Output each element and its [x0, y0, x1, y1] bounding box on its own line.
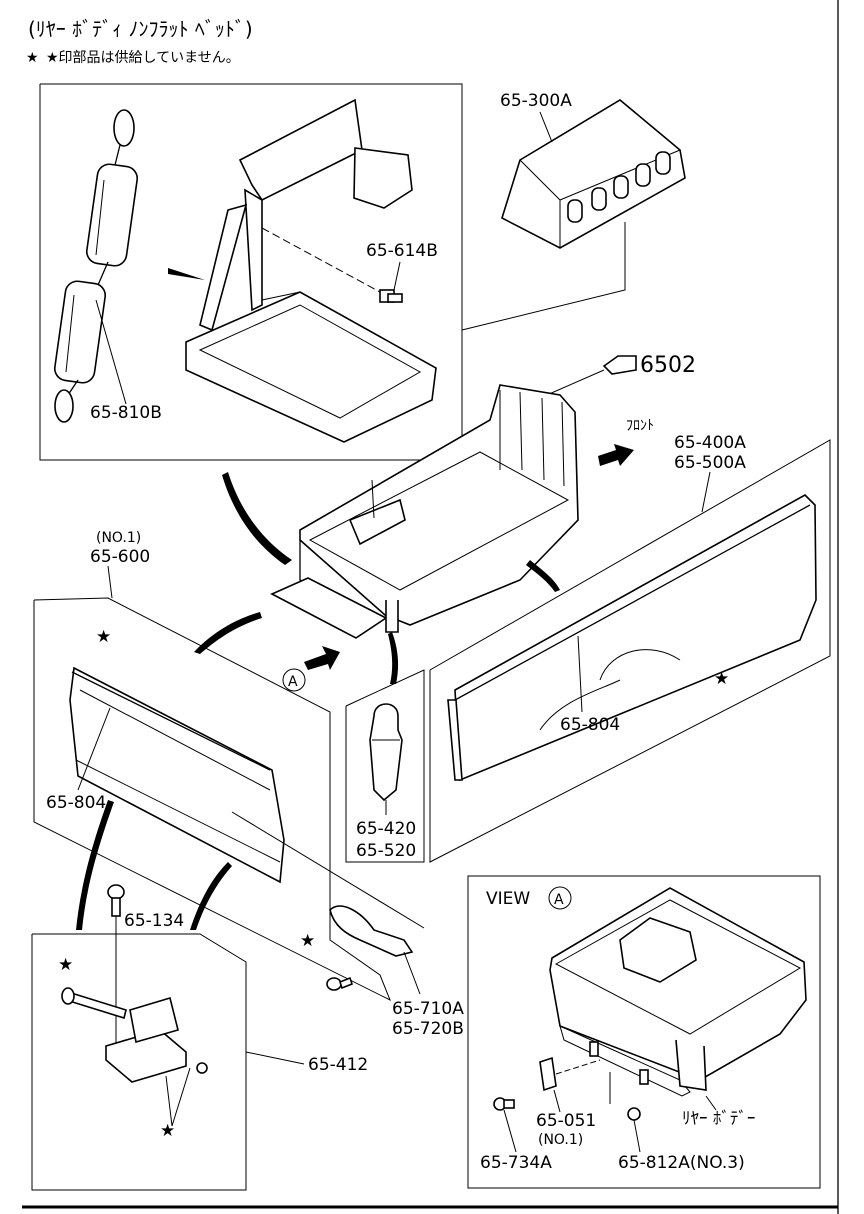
bolt-134-icon	[107, 884, 125, 917]
latch-handle-drawing	[231, 811, 425, 957]
note-star-icon: ★	[26, 50, 39, 66]
label-view-a: A	[554, 892, 564, 908]
connector-arc-1	[222, 472, 292, 565]
chain-link-icon	[53, 109, 139, 423]
label-65-600: 65-600	[90, 547, 150, 567]
label-no1: (NO.1)	[96, 530, 141, 546]
label-65-812a: 65-812A(NO.3)	[618, 1153, 745, 1173]
view-a-marker	[282, 668, 306, 692]
tailgate-chain-inset: 65-810B 65-614B	[39, 83, 463, 461]
hinge-inset	[31, 933, 247, 1191]
label-65-420: 65-420	[356, 819, 416, 839]
bolt-614b-icon	[379, 289, 403, 303]
hand-pointer-icon	[602, 355, 637, 375]
view-arrow-icon	[304, 646, 340, 670]
front-arrow-icon	[598, 444, 634, 466]
connector-arc-3	[526, 560, 560, 592]
cover-300a-drawing	[501, 99, 686, 249]
label-view: VIEW	[486, 889, 530, 909]
label-65-300a: 65-300A	[500, 91, 572, 111]
tailgate-detail-drawing	[185, 98, 437, 443]
label-rear-body: ﾘﾔｰ ﾎﾞﾃﾞｰ	[682, 1109, 755, 1129]
label-circle-a: A	[288, 674, 298, 690]
label-65-710a: 65-710A	[392, 999, 464, 1019]
pointer-wedge	[168, 268, 205, 280]
supply-note: ★印部品は供給していません。	[46, 50, 240, 66]
nut-812a-icon	[627, 1107, 641, 1121]
star-side-panel: ★	[714, 669, 729, 689]
label-65-051-no: (NO.1)	[538, 1132, 583, 1148]
label-65-804-left: 65-804	[46, 793, 106, 813]
connector-arc-4	[388, 632, 399, 684]
label-65-720b: 65-720B	[392, 1019, 464, 1039]
tailgate-panel-inset	[33, 597, 391, 1002]
label-65-412: 65-412	[308, 1055, 368, 1075]
side-gate-inset	[429, 439, 831, 863]
label-65-614b: 65-614B	[366, 241, 438, 261]
connector-arc-5	[76, 800, 114, 930]
label-65-134: 65-134	[124, 911, 184, 931]
view-a-inset	[467, 875, 821, 1189]
star-hinge-nut: ★	[160, 1121, 175, 1141]
screw-icon	[326, 976, 353, 991]
label-6502: 6502	[640, 353, 696, 378]
connector-arc-6	[190, 862, 232, 930]
rear-body-main-drawing	[270, 384, 579, 639]
label-front: ﾌﾛﾝﾄ	[626, 418, 654, 434]
star-tailgate-panel: ★	[96, 627, 111, 647]
label-65-500a: 65-500A	[674, 453, 746, 473]
label-65-810b: 65-810B	[90, 403, 162, 423]
star-hinge-bolt: ★	[58, 955, 73, 975]
clip-051-icon	[539, 1056, 557, 1092]
label-65-520: 65-520	[356, 841, 416, 861]
label-65-804-right: 65-804	[560, 715, 620, 735]
page-title: (ﾘﾔｰ ﾎﾞﾃﾞｨ ﾉﾝﾌﾗｯﾄ ﾍﾞｯﾄﾞ)	[28, 17, 253, 41]
label-65-400a: 65-400A	[674, 433, 746, 453]
label-65-734a: 65-734A	[480, 1153, 552, 1173]
connector-arc-2	[194, 612, 262, 654]
bumper-inset	[345, 669, 425, 863]
label-65-051: 65-051	[536, 1111, 596, 1131]
view-a-circle	[548, 886, 572, 910]
bolt-734a-icon	[493, 1097, 515, 1111]
star-latch: ★	[300, 931, 315, 951]
